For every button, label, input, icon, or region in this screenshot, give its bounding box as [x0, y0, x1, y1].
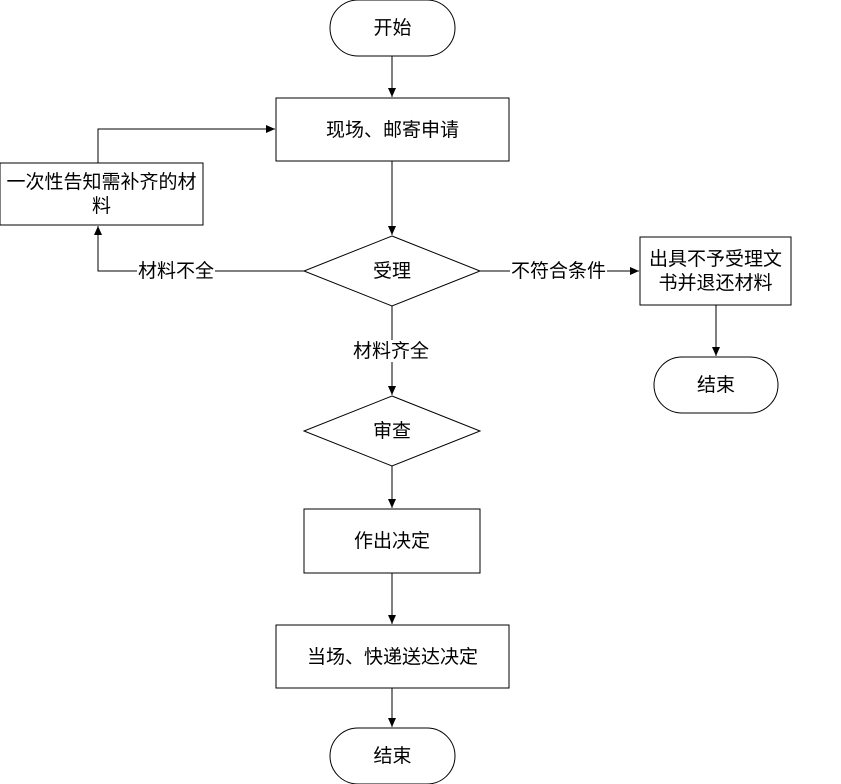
end-bottom-node: 结束: [330, 728, 455, 784]
end-bottom-terminal-shape: [329, 727, 456, 784]
notify-node: 一次性告知需补齐的材料: [0, 163, 203, 225]
end-right-node: 结束: [654, 357, 778, 413]
edge-label-complete: 材料齐全: [352, 340, 431, 362]
edge-label-incomplete: 材料不全: [137, 260, 216, 282]
review-node: 审查: [304, 396, 480, 466]
accept-node: 受理: [304, 236, 480, 306]
apply-node: 现场、邮寄申请: [276, 98, 509, 161]
review-label: 审查: [372, 420, 411, 442]
edge-accept-notify: [94, 226, 304, 272]
deliver-label: 当场、快递送达决定: [306, 645, 478, 668]
decide-label: 作出决定: [353, 530, 430, 552]
edge-notify-apply: [97, 125, 275, 163]
reject-label: 出具不予受理文书并退还材料: [648, 248, 782, 294]
end-bottom-label: 结束: [373, 745, 412, 767]
notify-box-shape: [0, 162, 204, 226]
end-right-label: 结束: [696, 374, 735, 396]
apply-label: 现场、邮寄申请: [325, 118, 459, 141]
start-label: 开始: [373, 17, 412, 39]
reject-node: 出具不予受理文书并退还材料: [640, 237, 791, 305]
notify-label: 一次性告知需补齐的材料: [6, 171, 197, 217]
accept-label: 受理: [372, 260, 411, 282]
deliver-node: 当场、快递送达决定: [276, 625, 509, 688]
end-right-terminal-shape: [653, 356, 779, 414]
start-node: 开始: [330, 0, 455, 56]
edge-label-not-eligible: 不符合条件: [510, 260, 608, 282]
decide-node: 作出决定: [304, 509, 480, 573]
